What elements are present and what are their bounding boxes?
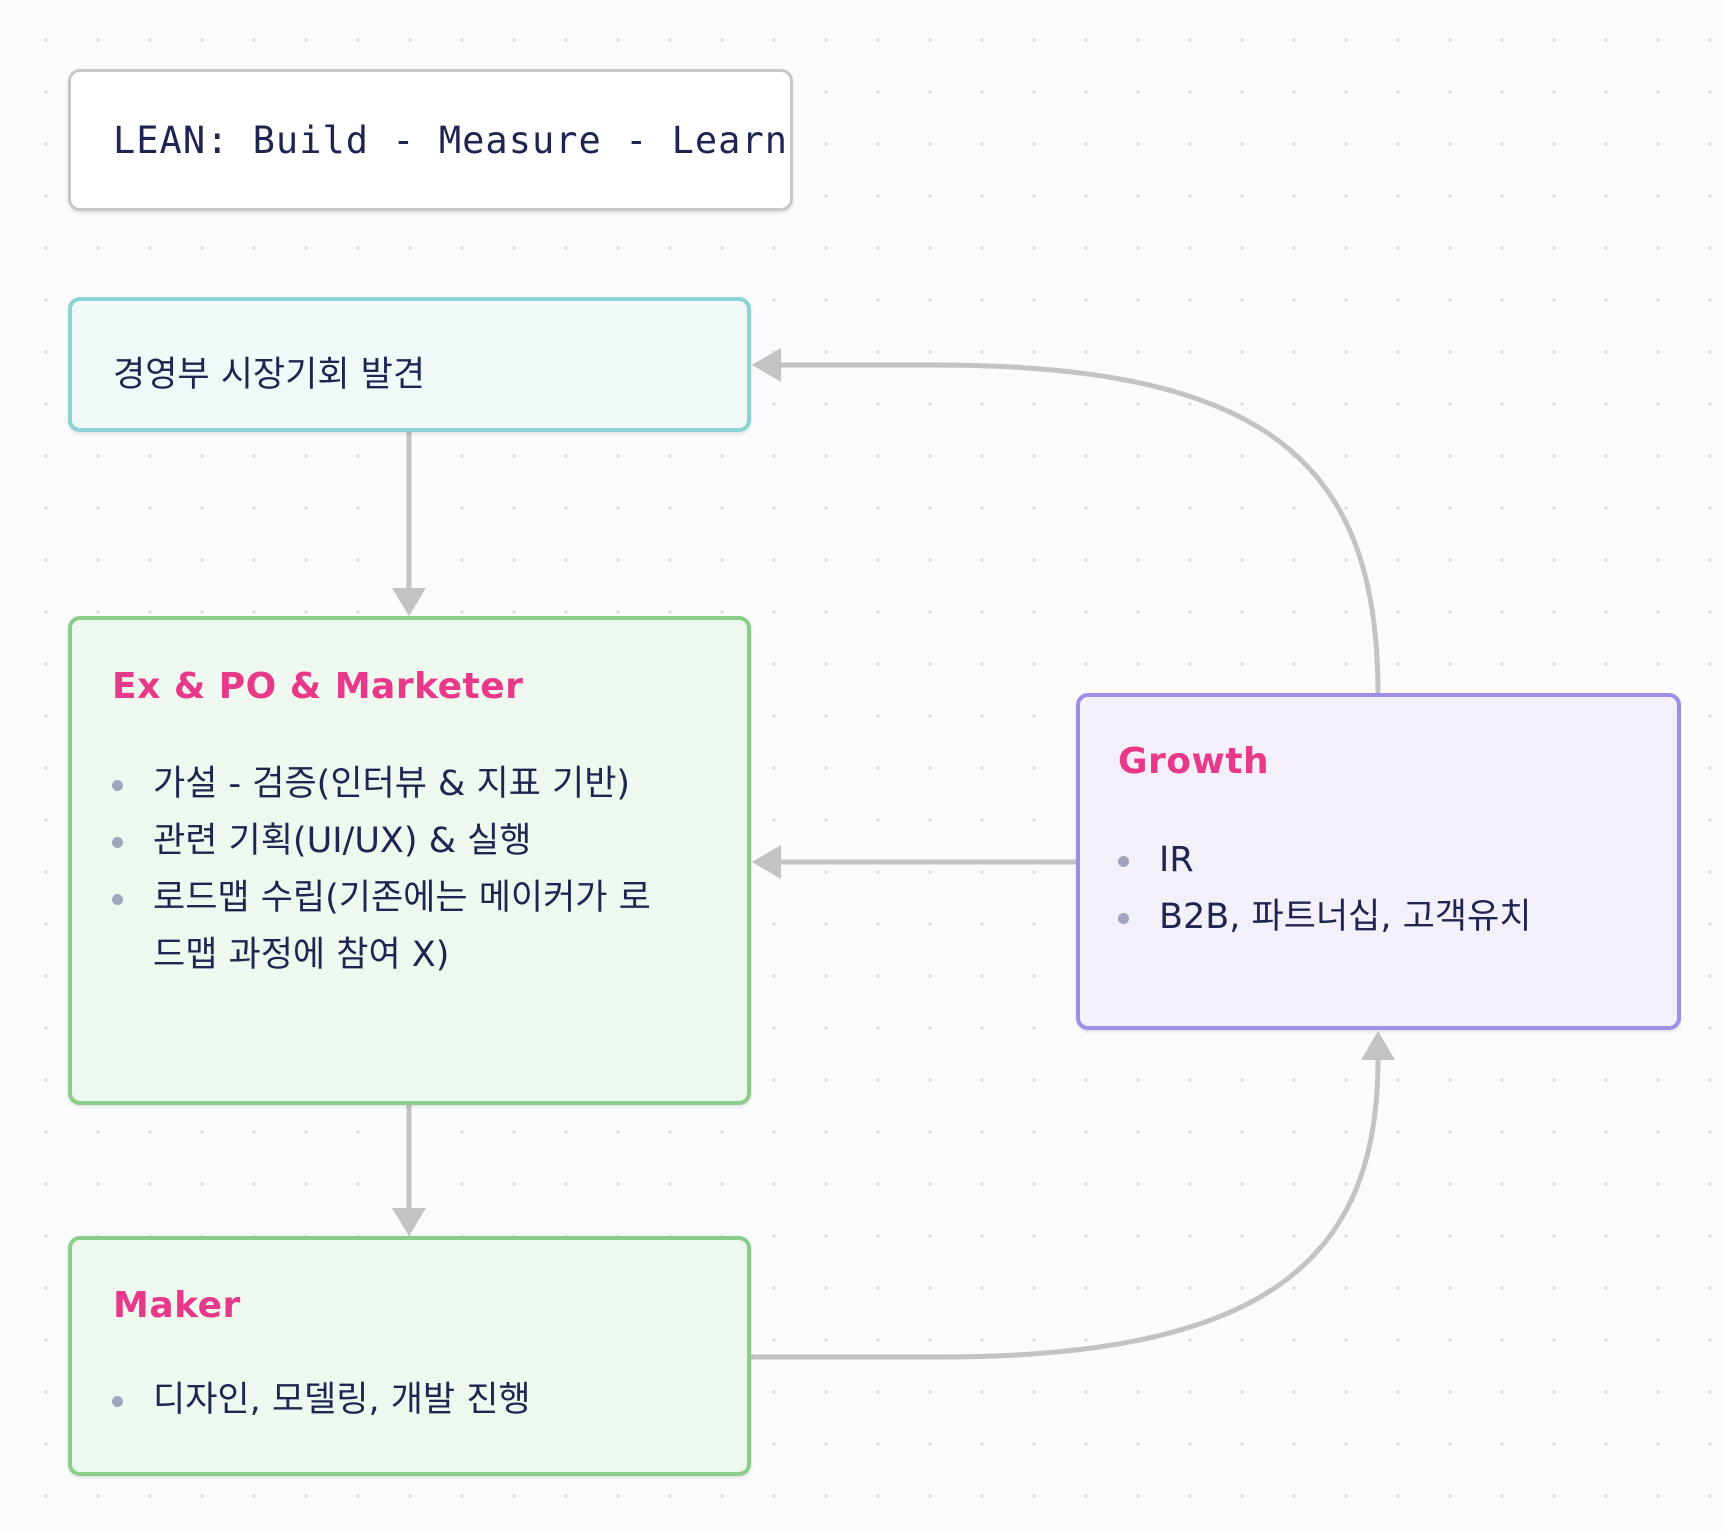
list-item: 관련 기획(UI/UX) & 실행 [108,813,651,870]
list-item: IR [1114,832,1531,889]
list-item: 가설 - 검증(인터뷰 & 지표 기반) [108,756,651,813]
list-item: 디자인, 모델링, 개발 진행 [108,1372,531,1429]
list-item-text: 가설 - 검증(인터뷰 & 지표 기반) [153,764,631,804]
list-item-text: 로드맵 수립(기존에는 메이커가 로 [153,878,651,918]
arrowhead-into-maker [392,1208,426,1236]
node-maker[interactable]: Maker 디자인, 모델링, 개발 진행 [68,1236,751,1476]
title-card[interactable]: LEAN: Build - Measure - Learn [68,69,793,211]
bullet-icon [112,894,123,905]
node-market-opportunity[interactable]: 경영부 시장기회 발견 [68,297,751,432]
node-heading: Maker [113,1285,241,1326]
list-item-text: 드맵 과정에 참여 X) [153,935,450,975]
bullet-list: 디자인, 모델링, 개발 진행 [108,1372,531,1429]
node-heading: Ex & PO & Marketer [112,666,524,707]
diagram-title: LEAN: Build - Measure - Learn [113,119,789,162]
arrowhead-into-discover [752,348,781,382]
list-item-text: 관련 기획(UI/UX) & 실행 [153,821,532,861]
bullet-icon [112,837,123,848]
bullet-list: 가설 - 검증(인터뷰 & 지표 기반) 관련 기획(UI/UX) & 실행 로… [108,756,651,984]
edge-growth-to-discover [778,362,1381,696]
list-item-text: IR [1159,840,1194,880]
arrowhead-into-ex-side [752,845,781,879]
arrowhead-into-ex [392,588,426,616]
list-item: 로드맵 수립(기존에는 메이커가 로 [108,870,651,927]
bullet-icon [112,1396,123,1407]
bullet-icon [1118,913,1129,924]
list-item-continuation: 드맵 과정에 참여 X) [108,927,651,984]
node-label: 경영부 시장기회 발견 [113,355,426,395]
list-item-text: B2B, 파트너십, 고객유치 [1159,897,1532,937]
edge-maker-to-growth [748,1057,1381,1360]
node-ex-po-marketer[interactable]: Ex & PO & Marketer 가설 - 검증(인터뷰 & 지표 기반) … [68,616,751,1105]
bullet-list: IR B2B, 파트너십, 고객유치 [1114,832,1531,946]
bullet-icon [1118,856,1129,867]
list-item-text: 디자인, 모델링, 개발 진행 [153,1380,531,1420]
node-growth[interactable]: Growth IR B2B, 파트너십, 고객유치 [1076,693,1681,1030]
list-item: B2B, 파트너십, 고객유치 [1114,889,1531,946]
node-heading: Growth [1118,741,1270,782]
arrowhead-into-growth [1361,1031,1395,1060]
bullet-icon [112,780,123,791]
